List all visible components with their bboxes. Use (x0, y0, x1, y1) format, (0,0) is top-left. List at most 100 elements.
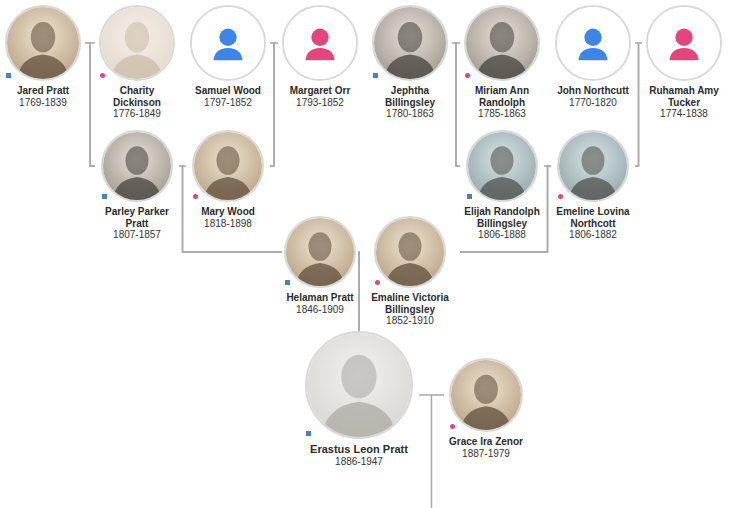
photo-circle (99, 5, 175, 81)
person-node: Miriam Ann Randolph1785-1863 (460, 5, 544, 120)
life-dates: 1770-1820 (553, 97, 633, 109)
gender-marker (102, 194, 107, 199)
life-dates: 1797-1852 (188, 97, 268, 109)
life-dates: 1886-1947 (301, 456, 417, 468)
family-connector (452, 43, 460, 166)
photo-circle (646, 5, 722, 81)
family-connector (358, 252, 359, 331)
person-node: Emeline Lovina Northcott1806-1882 (551, 130, 635, 241)
person-name: John Northcutt (553, 85, 633, 97)
life-dates: 1785-1863 (462, 108, 542, 120)
portrait (374, 7, 446, 79)
person-node: Jephtha Billingsley1780-1863 (368, 5, 452, 120)
descendant-line (431, 395, 433, 508)
person-name: Samuel Wood (188, 85, 268, 97)
life-dates: 1769-1839 (3, 97, 83, 109)
photo-circle (555, 5, 631, 81)
photo-circle (305, 331, 413, 439)
portrait (286, 218, 354, 286)
person-name: Margaret Orr (280, 85, 360, 97)
photo-circle (5, 5, 81, 81)
gender-marker (465, 73, 470, 78)
person-node: Elijah Randolph Billingsley1806-1888 (460, 130, 544, 241)
photo-circle (449, 358, 523, 432)
portrait (307, 333, 411, 437)
person-name: Jared Pratt (3, 85, 83, 97)
person-name: Helaman Pratt (284, 292, 356, 304)
photo-circle (192, 130, 264, 202)
photo-circle (190, 5, 266, 81)
family-connector (456, 43, 460, 166)
photo-circle (282, 5, 358, 81)
person-node: Jared Pratt1769-1839 (1, 5, 85, 109)
photo-circle (284, 216, 356, 288)
photo-circle (101, 130, 173, 202)
photo-circle (557, 130, 629, 202)
life-dates: 1807-1857 (97, 229, 177, 241)
photo-circle (374, 216, 446, 288)
person-name: Emaline Victoria Billingsley (362, 292, 458, 315)
portrait (284, 7, 356, 79)
person-node: John Northcutt1770-1820 (551, 5, 635, 109)
person-node: Helaman Pratt1846-1909 (282, 216, 358, 316)
person-node: Parley Parker Pratt1807-1857 (95, 130, 179, 241)
person-node: Mary Wood1818-1898 (186, 130, 270, 230)
gender-marker (193, 194, 198, 199)
person-name: Emeline Lovina Northcott (553, 206, 633, 229)
person-name: Jephtha Billingsley (370, 85, 450, 108)
life-dates: 1846-1909 (284, 304, 356, 316)
portrait (194, 132, 262, 200)
person-name: Elijah Randolph Billingsley (462, 206, 542, 229)
portrait (451, 360, 521, 430)
life-dates: 1818-1898 (188, 218, 268, 230)
gender-marker (373, 73, 378, 78)
life-dates: 1793-1852 (280, 97, 360, 109)
gender-marker (6, 73, 11, 78)
family-connector (419, 394, 444, 396)
gender-marker (285, 280, 290, 285)
gender-marker (450, 424, 455, 429)
person-name: Ruhamah Amy Tucker (644, 85, 724, 108)
person-node: Margaret Orr1793-1852 (278, 5, 362, 109)
portrait (376, 218, 444, 286)
portrait (468, 132, 536, 200)
portrait (103, 132, 171, 200)
gender-marker (558, 194, 563, 199)
person-node: Charity Dickinson1776-1849 (95, 5, 179, 120)
life-dates: 1776-1849 (97, 108, 177, 120)
family-connector (359, 252, 360, 331)
person-node: Grace Ira Zenor1887-1979 (444, 358, 528, 460)
portrait (648, 7, 720, 79)
photo-circle (372, 5, 448, 81)
gender-marker (100, 73, 105, 78)
person-node: Ruhamah Amy Tucker1774-1838 (642, 5, 726, 120)
family-connector (90, 43, 95, 166)
person-name: Miriam Ann Randolph (462, 85, 542, 108)
gender-marker (467, 194, 472, 199)
person-name: Mary Wood (188, 206, 268, 218)
person-name: Parley Parker Pratt (97, 206, 177, 229)
photo-circle (466, 130, 538, 202)
family-connector (635, 43, 642, 166)
portrait (101, 7, 173, 79)
life-dates: 1780-1863 (370, 108, 450, 120)
portrait (466, 7, 538, 79)
gender-marker (306, 431, 311, 436)
person-name: Grace Ira Zenor (446, 436, 526, 448)
gender-marker (375, 280, 380, 285)
person-node: Emaline Victoria Billingsley1852-1910 (360, 216, 460, 327)
portrait (7, 7, 79, 79)
life-dates: 1887-1979 (446, 448, 526, 460)
life-dates: 1806-1888 (462, 229, 542, 241)
person-name: Charity Dickinson (97, 85, 177, 108)
portrait (559, 132, 627, 200)
photo-circle (464, 5, 540, 81)
person-name: Erastus Leon Pratt (301, 443, 417, 456)
life-dates: 1806-1882 (553, 229, 633, 241)
person-node: Samuel Wood1797-1852 (186, 5, 270, 109)
portrait (192, 7, 264, 79)
family-connector (85, 43, 95, 166)
life-dates: 1774-1838 (644, 108, 724, 120)
life-dates: 1852-1910 (362, 315, 458, 327)
